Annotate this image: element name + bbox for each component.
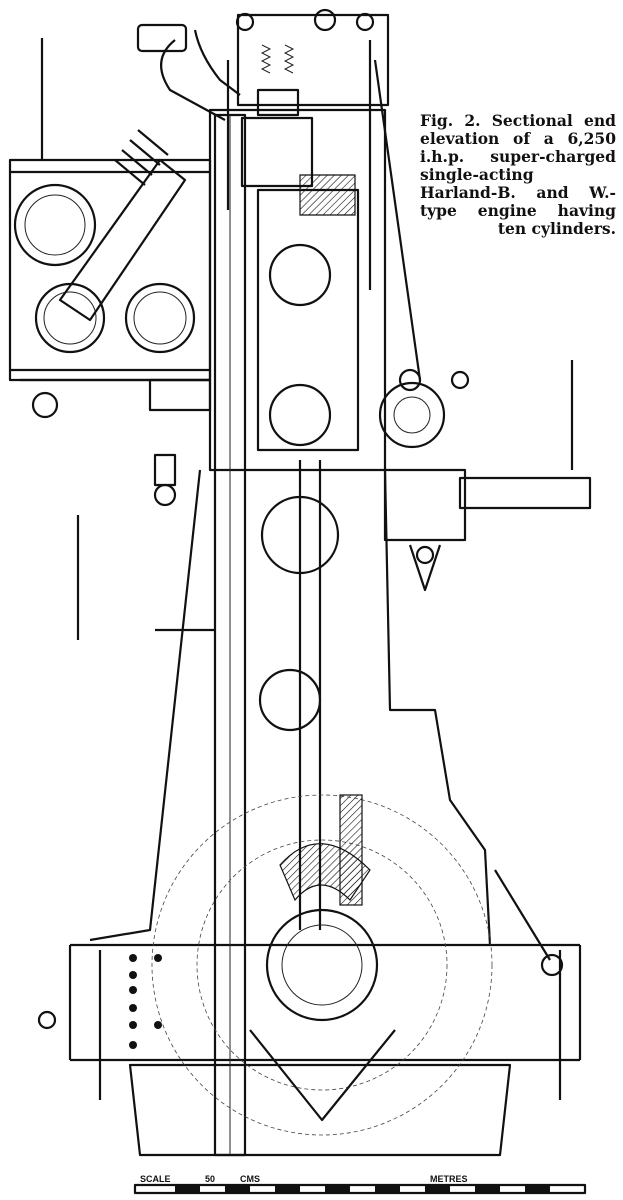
exhaust-manifold-casing: [8, 158, 212, 419]
scale-bar: SCALE 50 CMS METRES: [133, 1174, 587, 1195]
cylinder-head-gear: [226, 8, 390, 290]
uptake-pipe: [58, 23, 241, 322]
crankshaft: [151, 794, 493, 1136]
scale-tick-label: 50: [205, 1174, 215, 1184]
tie-bolts: [98, 950, 562, 1100]
figure-caption: Fig. 2. Sectional end elevation of a 6,2…: [420, 111, 616, 238]
main-frame: [68, 108, 582, 1157]
left-guide-rods: [37, 38, 574, 1030]
camshaft-gear: [373, 59, 592, 592]
scale-left-label: SCALE: [140, 1174, 171, 1184]
running-gear: [213, 113, 360, 1157]
lubricator-lever: [153, 453, 564, 977]
scale-cms-label: CMS: [240, 1174, 260, 1184]
scale-right-label: METRES: [430, 1174, 468, 1184]
